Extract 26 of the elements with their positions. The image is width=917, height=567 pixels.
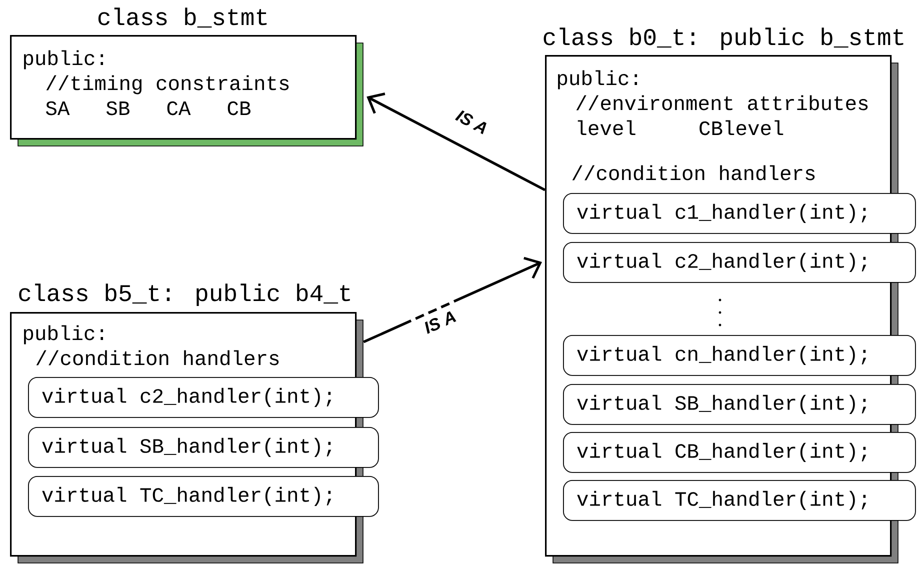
code-line: //timing constraints xyxy=(46,75,289,94)
method-box: virtual c2_handler(int); xyxy=(28,377,379,418)
method-box: virtual CB_handler(int); xyxy=(563,432,916,473)
method-box: virtual SB_handler(int); xyxy=(563,384,916,425)
arrow xyxy=(366,92,546,192)
method-box: virtual cn_handler(int); xyxy=(563,335,916,376)
class-box xyxy=(10,8,364,146)
method-box: virtual SB_handler(int); xyxy=(28,427,379,468)
class-name: class b_stmt xyxy=(98,8,267,28)
method-box: virtual c2_handler(int); xyxy=(563,242,916,283)
code-line: public: xyxy=(558,70,638,90)
code-line: //environment attributes xyxy=(576,95,868,110)
method-box: virtual TC_handler(int); xyxy=(28,476,379,517)
class-name: class b5_t: public b4_t xyxy=(19,284,350,306)
method-box: virtual c1_handler(int); xyxy=(563,193,916,234)
code-line: level CBlevel xyxy=(578,120,784,136)
code-line: //condition handlers xyxy=(36,350,279,366)
code-line: public: xyxy=(24,325,104,344)
edge-label: IS A xyxy=(453,108,491,136)
class-name: class b0_t: public b_stmt xyxy=(544,28,904,50)
arrow xyxy=(363,256,542,344)
code-line: SA SB CA CB xyxy=(46,101,250,116)
code-line: //condition handlers xyxy=(572,165,815,180)
edge-label: IS A xyxy=(421,308,459,336)
method-box: virtual TC_handler(int); xyxy=(563,480,916,521)
code-line: public: xyxy=(24,50,104,70)
